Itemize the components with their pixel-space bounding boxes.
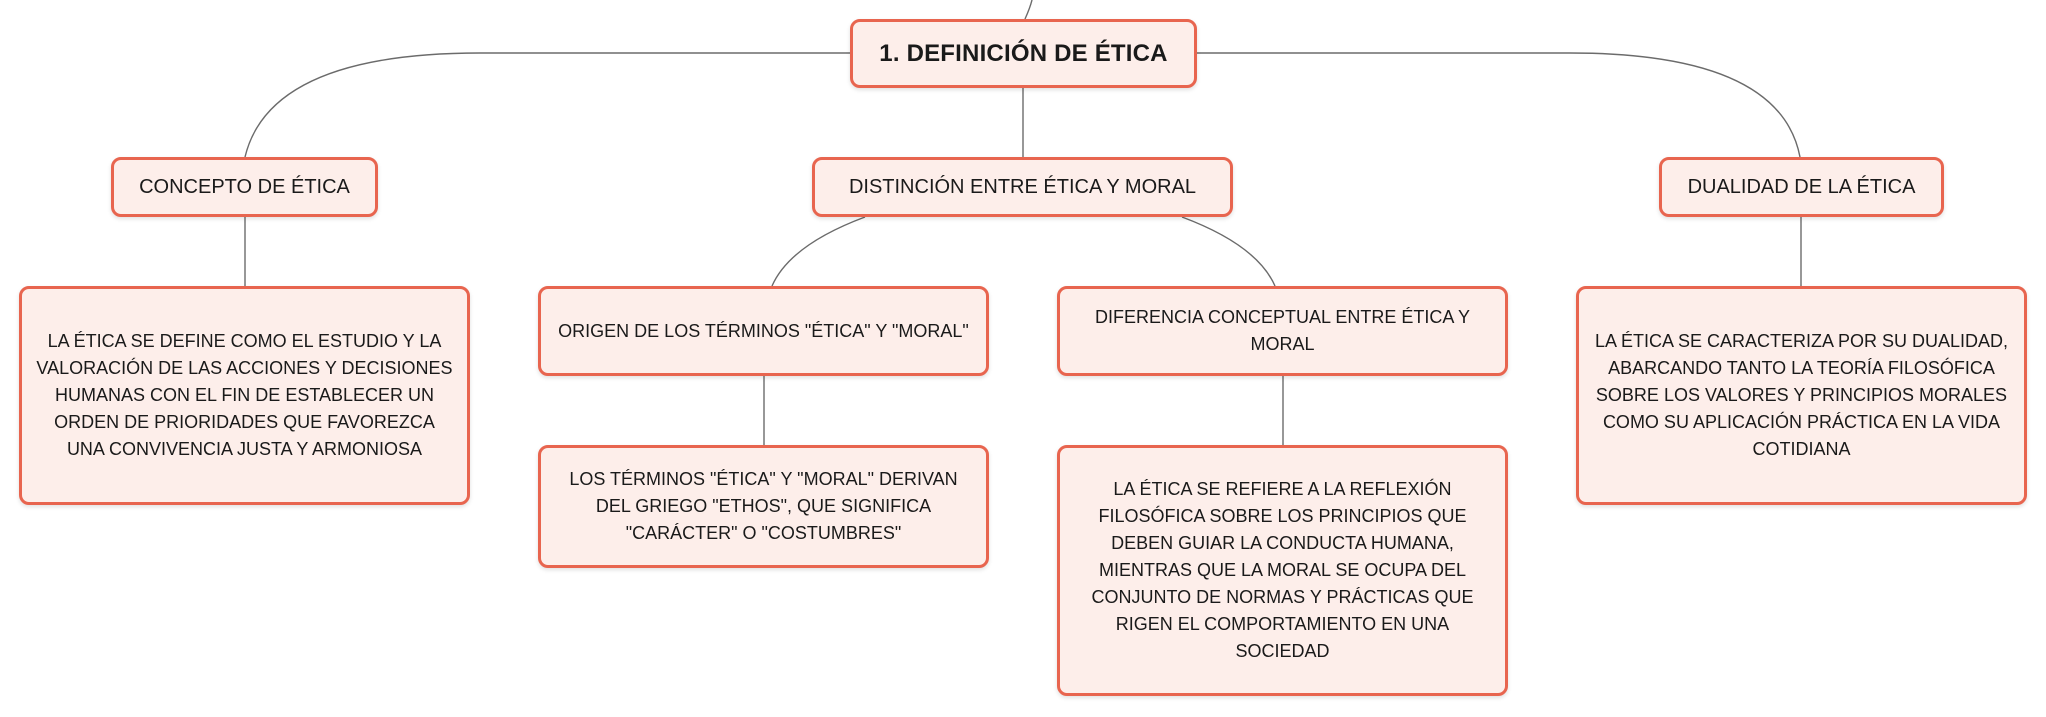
- diferencia-description-text: LA ÉTICA SE REFIERE A LA REFLEXIÓN FILOS…: [1091, 479, 1474, 661]
- connector-root-to-dualidad: [1197, 52, 1801, 158]
- diferencia-description-node[interactable]: LA ÉTICA SE REFIERE A LA REFLEXIÓN FILOS…: [1057, 445, 1508, 696]
- root-node-label: 1. DEFINICIÓN DE ÉTICA: [879, 39, 1168, 67]
- distincion-node-label: DISTINCIÓN ENTRE ÉTICA Y MORAL: [848, 175, 1197, 198]
- concepto-node-label: CONCEPTO DE ÉTICA: [139, 175, 350, 198]
- origen-node-label: ORIGEN DE LOS TÉRMINOS "ÉTICA" Y "MORAL": [558, 320, 969, 341]
- connector-distincion-to-diferencia: [1181, 216, 1276, 287]
- distincion-node[interactable]: DISTINCIÓN ENTRE ÉTICA Y MORAL: [812, 157, 1233, 217]
- dualidad-node-label: DUALIDAD DE LA ÉTICA: [1687, 175, 1916, 198]
- dualidad-node[interactable]: DUALIDAD DE LA ÉTICA: [1659, 157, 1944, 217]
- connector-root-to-concepto: [244, 52, 850, 158]
- concepto-description-node[interactable]: LA ÉTICA SE DEFINE COMO EL ESTUDIO Y LA …: [19, 286, 470, 505]
- concepto-node[interactable]: CONCEPTO DE ÉTICA: [111, 157, 378, 217]
- diferencia-node-label: DIFERENCIA CONCEPTUAL ENTRE ÉTICA Y MORA…: [1094, 307, 1471, 354]
- connector-parent-to-root: [1024, 0, 1033, 20]
- concepto-description-text: LA ÉTICA SE DEFINE COMO EL ESTUDIO Y LA …: [36, 331, 453, 459]
- diferencia-node[interactable]: DIFERENCIA CONCEPTUAL ENTRE ÉTICA Y MORA…: [1057, 286, 1508, 376]
- origen-description-text: LOS TÉRMINOS "ÉTICA" Y "MORAL" DERIVAN D…: [569, 469, 958, 543]
- origen-node[interactable]: ORIGEN DE LOS TÉRMINOS "ÉTICA" Y "MORAL": [538, 286, 989, 376]
- dualidad-description-node[interactable]: LA ÉTICA SE CARACTERIZA POR SU DUALIDAD,…: [1576, 286, 2027, 505]
- root-node[interactable]: 1. DEFINICIÓN DE ÉTICA: [850, 19, 1197, 88]
- origen-description-node[interactable]: LOS TÉRMINOS "ÉTICA" Y "MORAL" DERIVAN D…: [538, 445, 989, 568]
- dualidad-description-text: LA ÉTICA SE CARACTERIZA POR SU DUALIDAD,…: [1594, 331, 2009, 459]
- connector-distincion-to-origen: [771, 216, 866, 287]
